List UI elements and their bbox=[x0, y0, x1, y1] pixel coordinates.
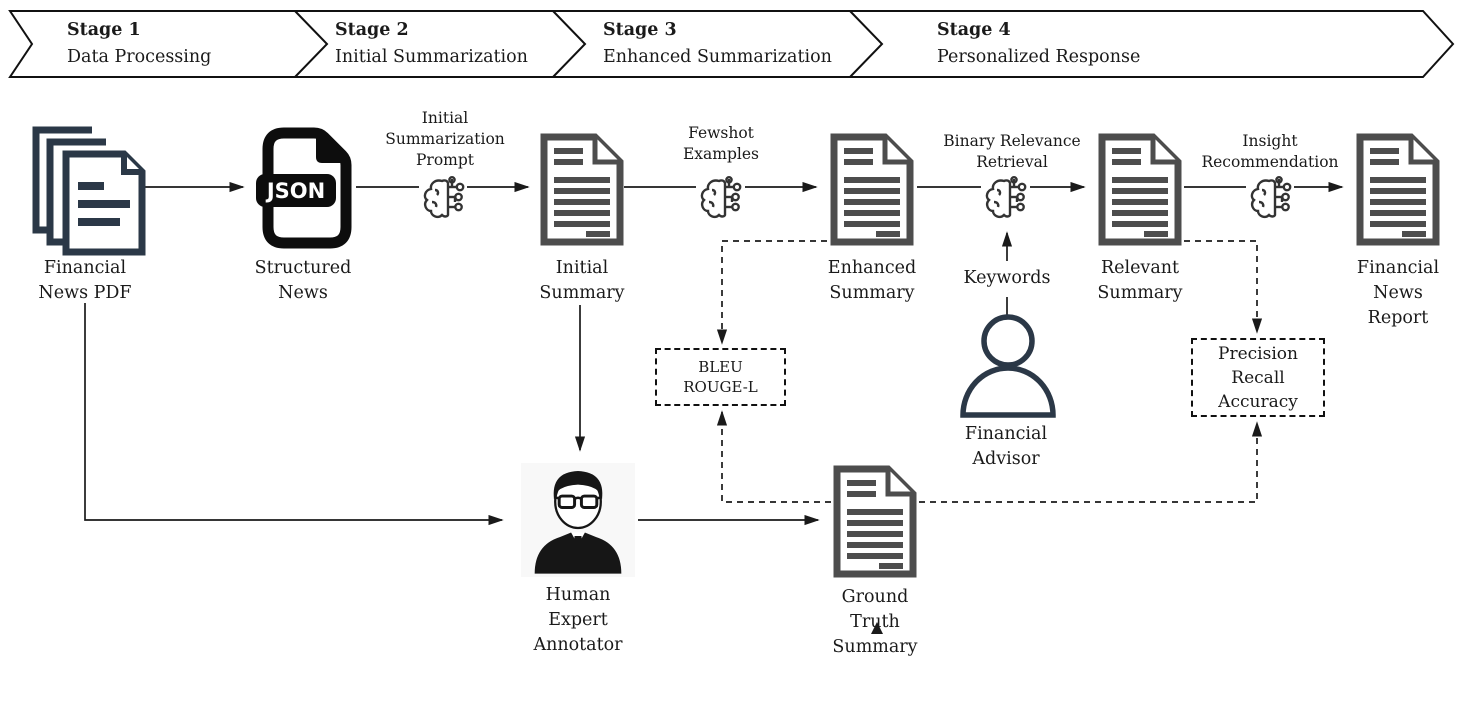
enhanced-summary-document-icon bbox=[830, 133, 914, 246]
label-relevant-summary: Relevant Summary bbox=[1097, 258, 1183, 303]
stage-4-subtitle: Personalized Response bbox=[937, 47, 1141, 67]
label-financial-news-pdf: Financial News PDF bbox=[38, 258, 132, 303]
bleu-rouge-metrics-box: BLEU ROUGE-L bbox=[655, 348, 786, 406]
relevant-summary-document-icon bbox=[1098, 133, 1182, 246]
llm-brain-icon-retrieval bbox=[982, 176, 1028, 220]
dashed-ground-truth-to-precision bbox=[919, 421, 1263, 503]
stage-3: Stage 3 Enhanced Summarization bbox=[603, 17, 832, 71]
llm-brain-icon-fewshot bbox=[697, 176, 743, 220]
label-human-expert-annotator: Human Expert Annotator bbox=[533, 585, 623, 655]
label-fewshot-examples: Fewshot Examples bbox=[682, 124, 760, 163]
precision-recall-accuracy-metrics-box: Precision Recall Accuracy bbox=[1191, 338, 1325, 417]
stage-2: Stage 2 Initial Summarization bbox=[335, 17, 528, 71]
label-keywords: Keywords bbox=[963, 268, 1051, 288]
label-financial-advisor: Financial Advisor bbox=[964, 424, 1048, 469]
ground-truth-document-icon bbox=[833, 465, 917, 578]
json-file-icon: JSON bbox=[254, 127, 354, 249]
stage-1: Stage 1 Data Processing bbox=[67, 17, 211, 71]
stage-2-title: Stage 2 bbox=[335, 20, 409, 40]
stage-3-subtitle: Enhanced Summarization bbox=[603, 47, 832, 67]
human-expert-annotator-icon bbox=[520, 463, 636, 577]
label-insight-recommendation: Insight Recommendation bbox=[1201, 132, 1339, 171]
label-financial-news-report: Financial News Report bbox=[1356, 258, 1440, 328]
dashed-ground-truth-to-bleu bbox=[716, 410, 831, 503]
dashed-relevant-to-precision bbox=[1184, 240, 1263, 334]
json-badge-text: JSON bbox=[265, 179, 325, 203]
label-ground-truth-summary: Ground Truth Summary bbox=[832, 587, 918, 657]
stage-3-title: Stage 3 bbox=[603, 20, 677, 40]
label-initial-summarization-prompt: Initial Summarization Prompt bbox=[385, 109, 505, 169]
label-structured-news: Structured News bbox=[254, 258, 352, 303]
stage-1-subtitle: Data Processing bbox=[67, 47, 212, 67]
stage-2-subtitle: Initial Summarization bbox=[335, 47, 528, 67]
initial-summary-document-icon bbox=[540, 133, 624, 246]
small-up-arrowhead bbox=[871, 622, 883, 634]
label-initial-summary: Initial Summary bbox=[539, 258, 625, 303]
llm-brain-icon-prompt bbox=[420, 176, 466, 220]
solid-connectors bbox=[84, 181, 1344, 526]
dashed-enhanced-to-bleu bbox=[716, 240, 827, 345]
stage-1-title: Stage 1 bbox=[67, 20, 141, 40]
stage-banner-shape bbox=[8, 10, 1455, 78]
financial-advisor-icon bbox=[960, 312, 1056, 418]
label-binary-relevance-retrieval: Binary Relevance Retrieval bbox=[943, 132, 1081, 171]
financial-news-report-document-icon bbox=[1356, 133, 1440, 246]
dashed-connectors bbox=[716, 240, 1263, 503]
llm-brain-icon-insight bbox=[1247, 176, 1293, 220]
stage-4-title: Stage 4 bbox=[937, 20, 1011, 40]
label-enhanced-summary: Enhanced Summary bbox=[827, 258, 917, 303]
arrow-pdf-to-annotator bbox=[84, 303, 504, 526]
pdf-stack-icon bbox=[28, 122, 146, 256]
stage-4: Stage 4 Personalized Response bbox=[937, 17, 1140, 71]
